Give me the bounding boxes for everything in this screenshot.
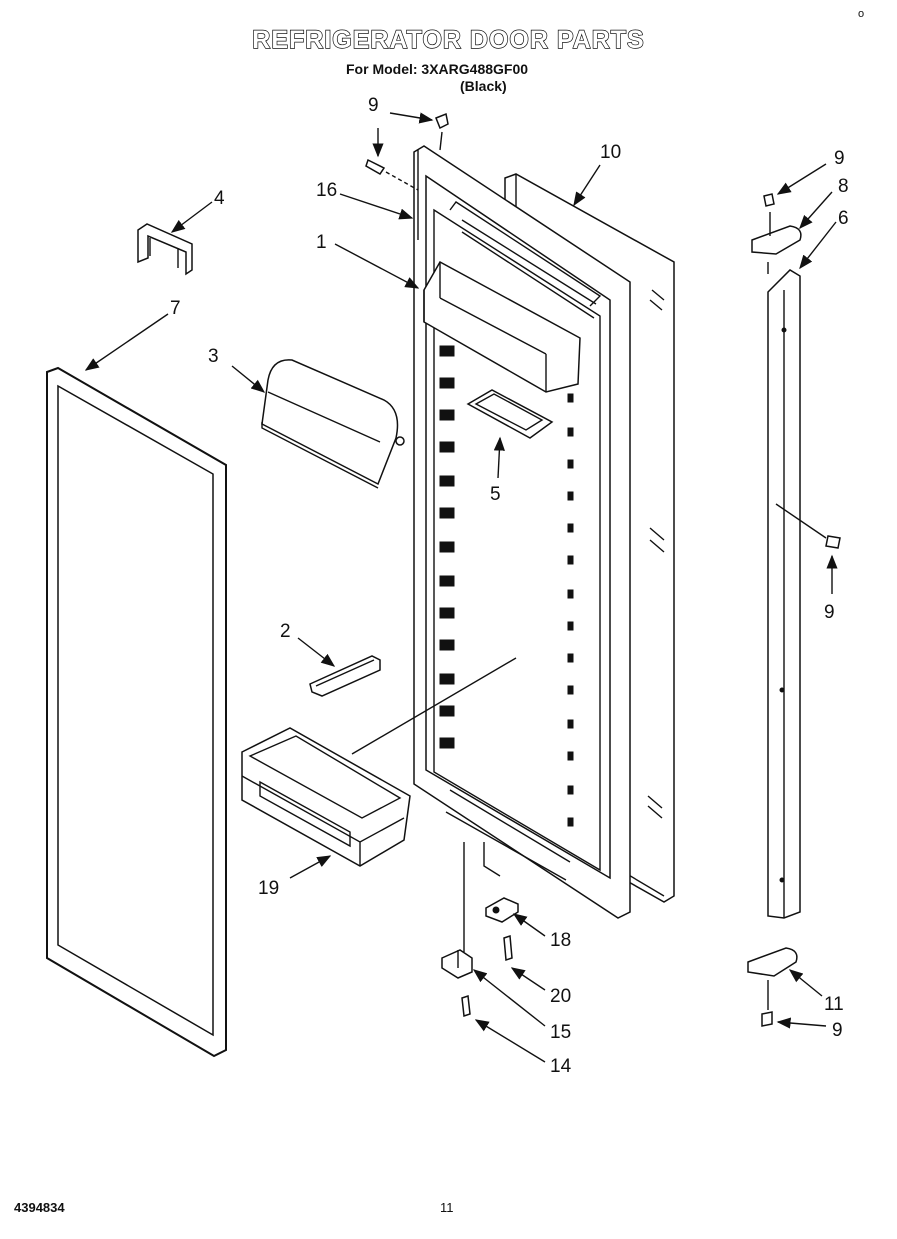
callout-6: 6	[838, 208, 849, 229]
callout-9: 9	[368, 95, 379, 116]
handle-trim-part-6	[767, 269, 801, 919]
callout-labels: 9 10 16 1 4 7 3 5 2 19 9 8 6 9 11 9 18 2…	[170, 95, 849, 1077]
callout-14: 14	[550, 1056, 572, 1077]
color-note: (Black)	[460, 78, 507, 94]
leader-arrows	[84, 112, 838, 1063]
page-title: REFRIGERATOR DOOR PARTS	[252, 25, 645, 54]
shelf-bracket-part-2	[309, 655, 381, 697]
callout-19: 19	[258, 878, 279, 899]
callout-9-right-bot: 9	[832, 1020, 843, 1041]
tray-part-5	[466, 389, 554, 439]
screw-icons	[365, 112, 841, 1027]
bin-cover-part-3	[261, 359, 405, 489]
callout-9-right-mid: 9	[824, 602, 835, 623]
corner-mark: o	[858, 8, 865, 20]
callout-18: 18	[550, 930, 571, 951]
callout-1: 1	[316, 232, 327, 253]
callout-3: 3	[208, 346, 219, 367]
door-bin-part-19	[241, 727, 411, 867]
bottom-hinge-part-15	[441, 949, 473, 979]
callout-8: 8	[838, 176, 849, 197]
model-number: For Model: 3XARG488GF00	[346, 61, 529, 77]
clip-part-4	[137, 223, 193, 276]
callout-9-right-top: 9	[834, 148, 845, 169]
hinge-bushing-part-18	[485, 897, 519, 923]
page-number: 11	[440, 1200, 454, 1215]
door-gasket-part-7	[46, 366, 227, 1058]
callout-15: 15	[550, 1022, 571, 1043]
callout-7: 7	[170, 298, 181, 319]
callout-10: 10	[600, 142, 621, 163]
top-hinge-part-8	[751, 225, 802, 274]
callout-16: 16	[316, 180, 337, 201]
bottom-hinge-part-11	[747, 947, 798, 977]
callout-4: 4	[214, 188, 225, 209]
callout-5: 5	[490, 484, 501, 505]
door-liner-part-1	[413, 145, 631, 919]
document-number: 4394834	[14, 1200, 65, 1215]
callout-11: 11	[824, 994, 844, 1015]
callout-2: 2	[280, 621, 291, 642]
callout-20: 20	[550, 986, 571, 1007]
